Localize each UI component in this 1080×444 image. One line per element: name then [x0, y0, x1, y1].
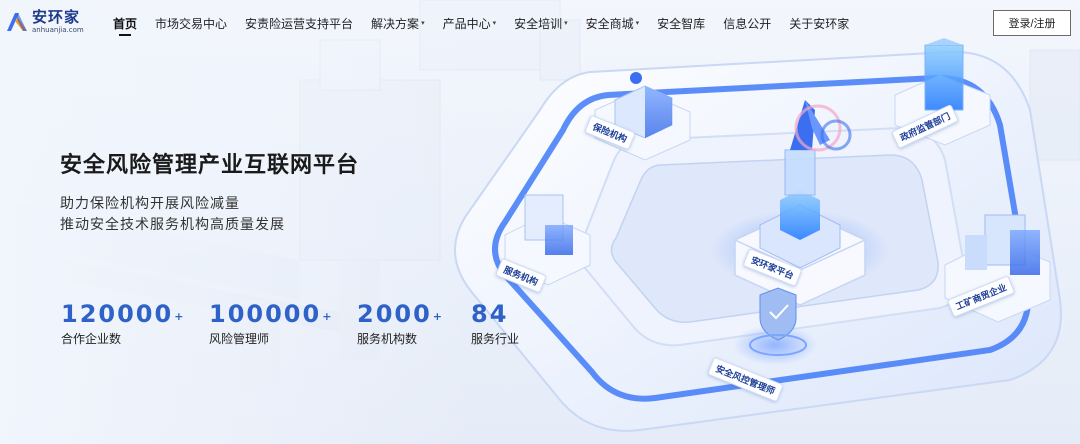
- nav-label: 安全培训: [514, 16, 563, 31]
- stat-service-orgs: 2000+ 服务机构数: [357, 300, 471, 347]
- nav-item-training[interactable]: 安全培训▾: [505, 0, 577, 46]
- stat-label: 合作企业数: [61, 332, 122, 346]
- stat-partner-companies: 120000+ 合作企业数: [61, 300, 209, 347]
- stat-value: 100000: [209, 300, 322, 328]
- nav-label: 市场交易中心: [155, 16, 228, 31]
- center-tower: [734, 100, 866, 306]
- brand-domain: anhuanjia.com: [32, 26, 84, 34]
- nav-label: 首页: [113, 16, 138, 31]
- nav-item-products[interactable]: 产品中心▾: [434, 0, 506, 46]
- nav-item-mall[interactable]: 安全商城▾: [577, 0, 649, 46]
- stat-value: 120000: [61, 300, 174, 328]
- nav-item-market[interactable]: 市场交易中心: [146, 0, 236, 46]
- top-header: 安环家 anhuanjia.com 首页 市场交易中心 安责险运营支持平台 解决…: [0, 0, 1080, 46]
- stat-value: 2000: [357, 300, 432, 328]
- caret-down-icon: ▾: [492, 19, 497, 27]
- stats-row: 120000+ 合作企业数 100000+ 风险管理师 2000+ 服务机构数 …: [61, 300, 561, 347]
- nav-label: 解决方案: [371, 16, 420, 31]
- hero-subtitle-line: 助力保险机构开展风险减量: [60, 196, 240, 212]
- logo-icon: [7, 13, 27, 31]
- stat-value: 84: [471, 300, 509, 328]
- stat-risk-managers: 100000+ 风险管理师: [209, 300, 357, 347]
- nav-label: 关于安环家: [789, 16, 850, 31]
- nav-item-home[interactable]: 首页: [104, 0, 146, 46]
- caret-down-icon: ▾: [421, 19, 425, 27]
- nav-label: 信息公开: [723, 16, 772, 31]
- main-nav: 首页 市场交易中心 安责险运营支持平台 解决方案▾ 产品中心▾ 安全培训▾ 安全…: [104, 0, 858, 46]
- hero-subtitle: 助力保险机构开展风险减量 推动安全技术服务机构高质量发展: [60, 194, 285, 236]
- nav-label: 产品中心: [442, 16, 491, 31]
- nav-label: 安全商城: [585, 16, 634, 31]
- nav-item-think-tank[interactable]: 安全智库: [648, 0, 714, 46]
- stat-plus: +: [322, 310, 332, 323]
- brand-logo[interactable]: 安环家 anhuanjia.com: [4, 9, 84, 35]
- caret-down-icon: ▾: [635, 19, 640, 27]
- shield-icon: [733, 287, 817, 365]
- stat-industries: 84 服务行业: [471, 300, 561, 347]
- nav-item-solutions[interactable]: 解决方案▾: [362, 0, 434, 46]
- nav-label: 安全智库: [657, 16, 706, 31]
- hero-subtitle-line: 推动安全技术服务机构高质量发展: [60, 217, 285, 233]
- brand-name: 安环家: [32, 8, 81, 26]
- nav-item-about[interactable]: 关于安环家: [780, 0, 858, 46]
- stat-label: 服务机构数: [357, 332, 418, 346]
- hero-title: 安全风险管理产业互联网平台: [60, 153, 360, 178]
- text-backdrop: [0, 0, 470, 444]
- caret-down-icon: ▾: [564, 19, 568, 27]
- stat-plus: +: [432, 310, 443, 323]
- stat-label: 服务行业: [471, 332, 520, 346]
- nav-label: 安责险运营支持平台: [245, 16, 354, 31]
- nav-item-disclosure[interactable]: 信息公开: [714, 0, 780, 46]
- stat-label: 风险管理师: [209, 332, 270, 346]
- stat-plus: +: [174, 310, 184, 323]
- nav-item-insurance-platform[interactable]: 安责险运营支持平台: [236, 0, 362, 46]
- login-register-button[interactable]: 登录/注册: [993, 10, 1071, 36]
